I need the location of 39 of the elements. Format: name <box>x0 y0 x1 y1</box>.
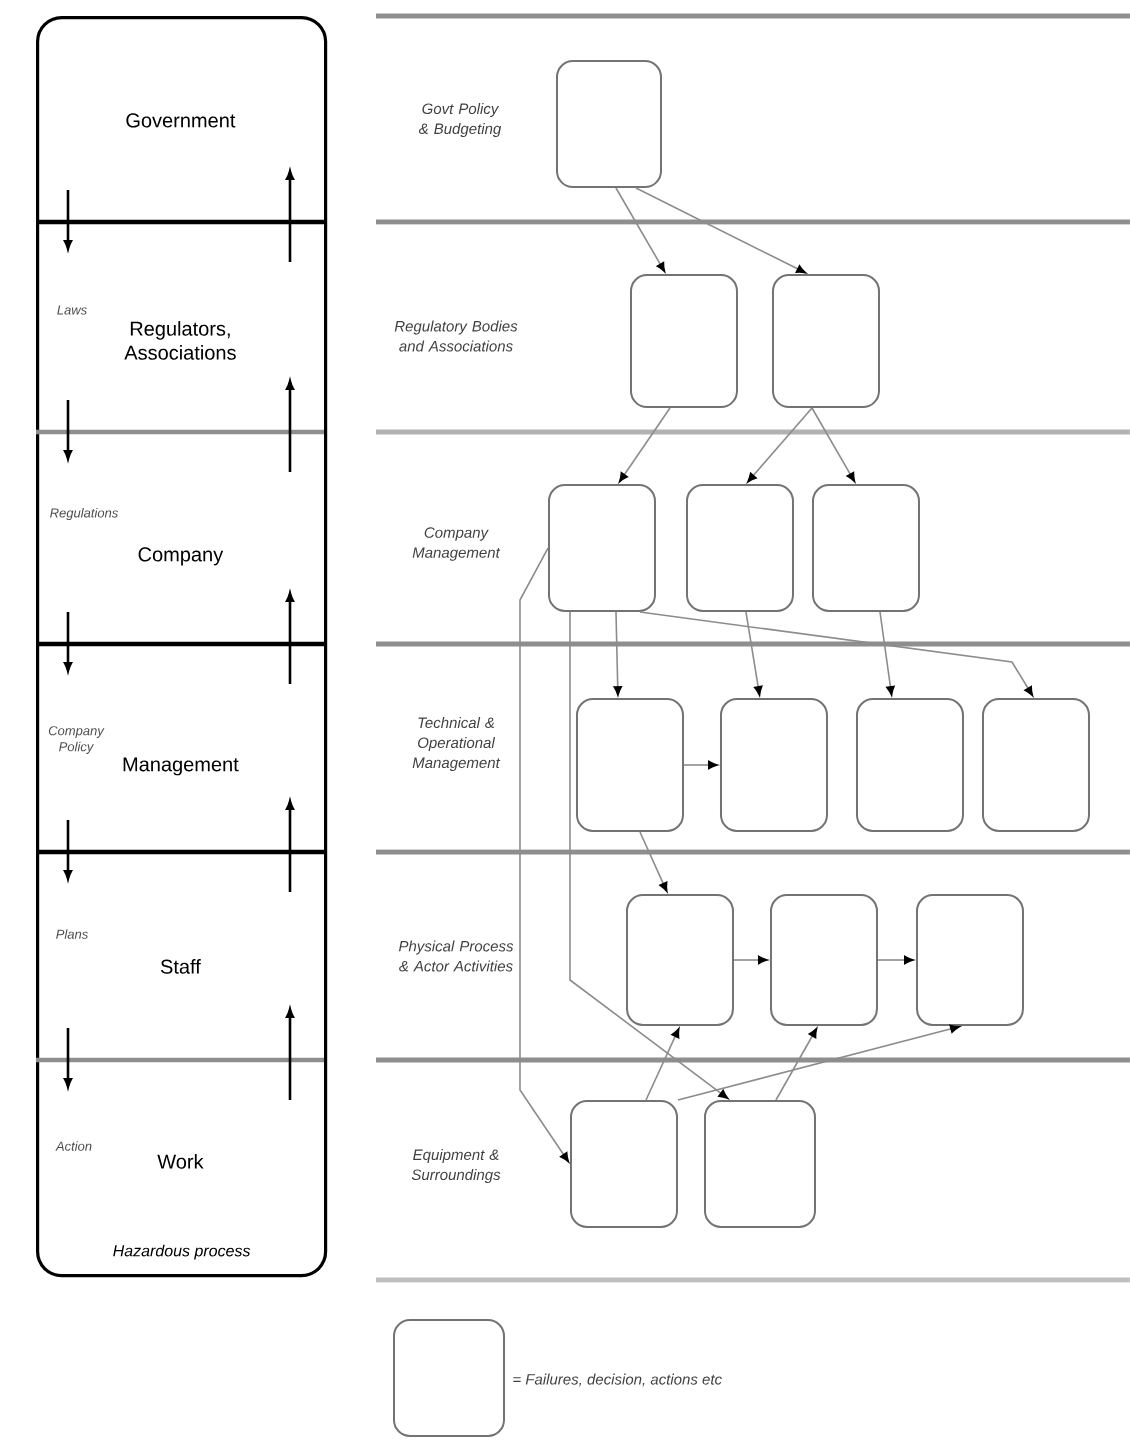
arrow <box>745 611 763 696</box>
level-label: Government <box>126 113 236 128</box>
rounded-box <box>570 1100 678 1228</box>
arrow <box>775 1027 818 1101</box>
arrow <box>645 1027 680 1101</box>
rounded-box <box>576 698 684 832</box>
arrow <box>733 955 768 965</box>
rounded-box <box>770 894 878 1026</box>
arrow <box>613 611 623 696</box>
rounded-box <box>704 1100 816 1228</box>
arrow <box>747 407 813 483</box>
rounded-box <box>772 274 880 408</box>
arrow <box>635 187 807 274</box>
rounded-box <box>626 894 734 1026</box>
arrow <box>879 611 895 696</box>
level-label: Company <box>138 547 224 566</box>
arrow <box>639 611 1034 697</box>
rounded-box <box>630 274 738 408</box>
level-label: Regulators, Associations <box>124 321 236 360</box>
arrow <box>639 831 668 893</box>
level-label: Staff <box>160 959 201 974</box>
rounded-box <box>856 698 964 832</box>
arrow <box>569 611 729 1099</box>
rounded-box <box>686 484 794 612</box>
arrow <box>615 187 666 273</box>
arrow <box>683 760 718 770</box>
level-label: Work <box>157 1154 204 1169</box>
rounded-box <box>548 484 656 612</box>
rounded-box <box>916 894 1024 1026</box>
arrow <box>677 1024 960 1101</box>
rounded-box <box>556 60 662 188</box>
rounded-box <box>982 698 1090 832</box>
rounded-box <box>812 484 920 612</box>
rounded-box <box>720 698 828 832</box>
arrow <box>519 547 570 1163</box>
level-label: Management <box>123 757 239 776</box>
arrow <box>877 955 914 965</box>
arrow <box>618 407 671 483</box>
arrow <box>811 407 856 483</box>
